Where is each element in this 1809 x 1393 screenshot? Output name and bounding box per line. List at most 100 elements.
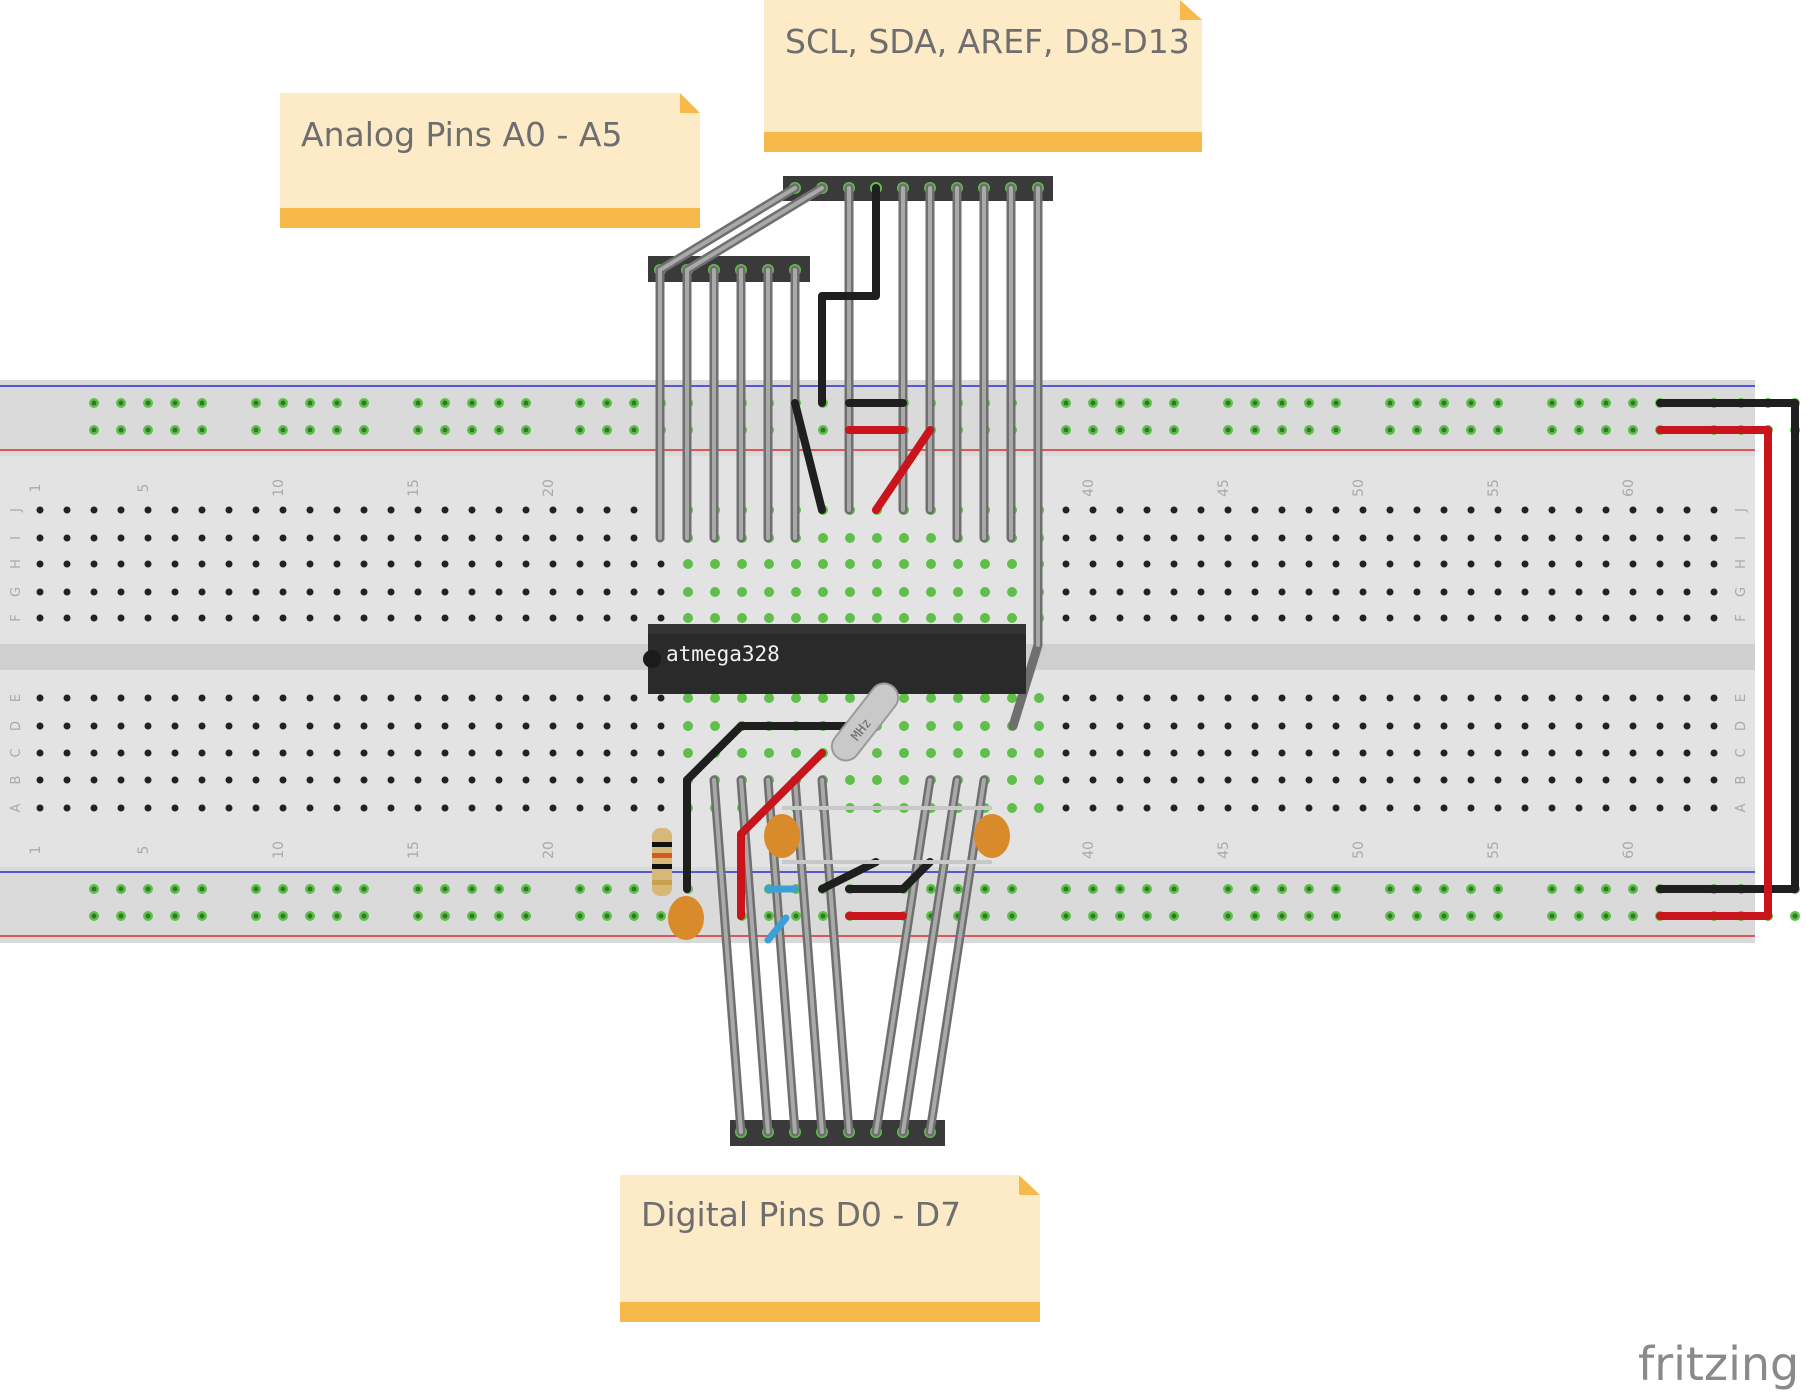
breadboard-hole: [1143, 560, 1151, 568]
rail-hole-center: [1549, 913, 1555, 919]
breadboard-hole: [1710, 560, 1718, 568]
rail-hole-center: [1144, 886, 1150, 892]
column-number: 45: [1216, 479, 1232, 497]
rail-hole-center: [1441, 913, 1447, 919]
breadboard-hole: [522, 534, 530, 542]
breadboard-hole: [1602, 694, 1610, 702]
breadboard-hole: [1007, 559, 1017, 569]
rail-hole-center: [280, 886, 286, 892]
breadboard-hole: [1359, 804, 1367, 812]
breadboard-hole: [468, 804, 476, 812]
breadboard-hole: [1602, 588, 1610, 596]
breadboard-hole: [1251, 804, 1259, 812]
breadboard-hole: [1224, 694, 1232, 702]
breadboard-hole: [1251, 776, 1259, 784]
breadboard-hole: [387, 694, 395, 702]
breadboard-hole: [1034, 803, 1044, 813]
breadboard-hole: [1440, 614, 1448, 622]
breadboard-hole: [441, 534, 449, 542]
rail-hole-center: [1441, 400, 1447, 406]
breadboard-hole: [1170, 560, 1178, 568]
rail-hole-center: [1576, 913, 1582, 919]
breadboard-hole: [683, 693, 693, 703]
breadboard-hole: [144, 776, 152, 784]
breadboard-hole: [1278, 614, 1286, 622]
breadboard-hole: [1386, 614, 1394, 622]
breadboard-hole: [1062, 804, 1070, 812]
breadboard-hole: [1656, 722, 1664, 730]
rail-hole-center: [172, 886, 178, 892]
rail-hole-center: [496, 913, 502, 919]
breadboard-hole: [171, 722, 179, 730]
rail-hole-center: [523, 400, 529, 406]
breadboard-hole: [1683, 588, 1691, 596]
breadboard-hole: [468, 588, 476, 596]
breadboard-hole: [171, 588, 179, 596]
breadboard-hole: [225, 534, 233, 542]
breadboard-hole: [1089, 506, 1097, 514]
rail-hole-center: [1549, 400, 1555, 406]
breadboard-hole: [1710, 804, 1718, 812]
breadboard-hole: [279, 506, 287, 514]
breadboard-hole: [1251, 588, 1259, 596]
rail-hole-center: [1144, 400, 1150, 406]
breadboard-hole: [1683, 804, 1691, 812]
breadboard-hole: [1440, 804, 1448, 812]
rail-hole-center: [442, 427, 448, 433]
rail-hole-center: [334, 400, 340, 406]
rail-hole-center: [280, 400, 286, 406]
breadboard-hole: [495, 614, 503, 622]
rail-hole-center: [1495, 400, 1501, 406]
breadboard-hole: [63, 694, 71, 702]
breadboard-hole: [1575, 614, 1583, 622]
breadboard-hole: [495, 776, 503, 784]
breadboard-hole: [441, 749, 449, 757]
breadboard-hole: [306, 749, 314, 757]
breadboard-hole: [1089, 534, 1097, 542]
rail-hole-center: [280, 427, 286, 433]
breadboard-hole: [1521, 776, 1529, 784]
rail-hole-center: [91, 427, 97, 433]
breadboard-hole: [1386, 722, 1394, 730]
rail-hole-center: [1630, 913, 1636, 919]
rail-hole-center: [1630, 886, 1636, 892]
breadboard-hole: [36, 694, 44, 702]
rail-hole-center: [253, 913, 259, 919]
rail-hole-center: [199, 427, 205, 433]
rail-hole-center: [523, 913, 529, 919]
breadboard-hole: [306, 506, 314, 514]
breadboard-hole: [791, 693, 801, 703]
column-number: 1: [28, 484, 44, 493]
breadboard-hole: [926, 559, 936, 569]
breadboard-hole: [1467, 534, 1475, 542]
breadboard-hole: [1116, 588, 1124, 596]
breadboard-hole: [1467, 614, 1475, 622]
rail-hole-center: [469, 886, 475, 892]
breadboard-hole: [953, 721, 963, 731]
breadboard-hole: [171, 614, 179, 622]
note-digital: Digital Pins D0 - D7: [620, 1175, 1040, 1322]
breadboard-hole: [279, 722, 287, 730]
breadboard-hole: [1305, 694, 1313, 702]
breadboard-hole: [1548, 614, 1556, 622]
rail-hole-center: [1414, 427, 1420, 433]
rail-hole-center: [361, 427, 367, 433]
row-letter: F: [9, 614, 24, 621]
rail-hole-center: [1171, 400, 1177, 406]
breadboard-hole: [1007, 748, 1017, 758]
breadboard-hole: [1602, 804, 1610, 812]
breadboard-hole: [872, 748, 882, 758]
breadboard-hole: [522, 776, 530, 784]
breadboard-hole: [360, 534, 368, 542]
breadboard-hole: [657, 804, 665, 812]
breadboard-hole: [549, 614, 557, 622]
breadboard-hole: [306, 694, 314, 702]
breadboard-hole: [1656, 804, 1664, 812]
breadboard-hole: [603, 804, 611, 812]
breadboard-hole: [576, 506, 584, 514]
breadboard-hole: [980, 587, 990, 597]
breadboard-hole: [306, 560, 314, 568]
rail-hole-center: [469, 427, 475, 433]
row-letter: G: [9, 587, 24, 597]
